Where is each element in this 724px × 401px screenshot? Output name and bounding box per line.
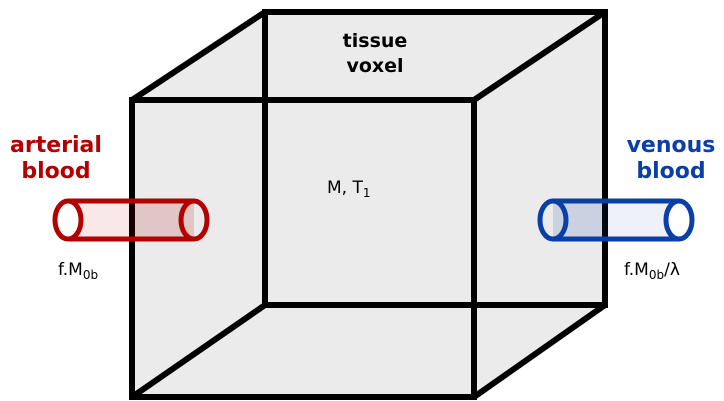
voxel-title: tissue voxel	[325, 29, 425, 79]
venous-tube-body	[553, 201, 679, 239]
cube-right-face	[474, 12, 605, 397]
cube-back-edges	[262, 9, 608, 308]
arterial-label-line2: blood	[21, 159, 91, 184]
cube-edge-top-left	[130, 9, 267, 103]
cube-front-face	[132, 100, 474, 397]
arterial-tube-open-end	[52, 198, 84, 242]
venous-label-line2: blood	[636, 159, 706, 184]
voxel-title-line2: voxel	[346, 55, 404, 77]
venous-label-line1: venous	[626, 133, 716, 158]
voxel-title-line1: tissue	[342, 30, 408, 52]
arterial-flow-label: f.M0b	[58, 260, 99, 282]
cube-edge-bottom-left	[130, 302, 267, 400]
venous-flow-prefix: f.M	[624, 260, 649, 280]
cube-edge-top-right	[472, 9, 607, 103]
venous-tube-open-end	[663, 198, 695, 242]
venous-tube	[537, 198, 695, 242]
arterial-tube-far-end	[178, 198, 210, 242]
magnetization-label: M, T1	[327, 178, 371, 200]
venous-tube-near-end	[537, 198, 569, 242]
cube-front-edges	[129, 97, 477, 400]
venous-blood-label: venous blood	[618, 133, 724, 185]
arterial-tube	[52, 198, 210, 242]
t1-subscript: 1	[362, 186, 371, 200]
cube-edge-bottom-right	[472, 302, 607, 400]
magnetization-text: M, T	[327, 178, 363, 198]
arterial-blood-label: arterial blood	[0, 133, 112, 185]
arterial-tube-body	[68, 201, 194, 239]
cube-edges	[129, 9, 608, 400]
arterial-flow-subscript: 0b	[82, 268, 99, 282]
venous-flow-label: f.M0b/λ	[624, 260, 680, 282]
venous-flow-subscript: 0b	[648, 268, 665, 282]
venous-flow-suffix: /λ	[664, 260, 680, 280]
arterial-flow-prefix: f.M	[58, 260, 83, 280]
arterial-label-line1: arterial	[10, 133, 102, 158]
